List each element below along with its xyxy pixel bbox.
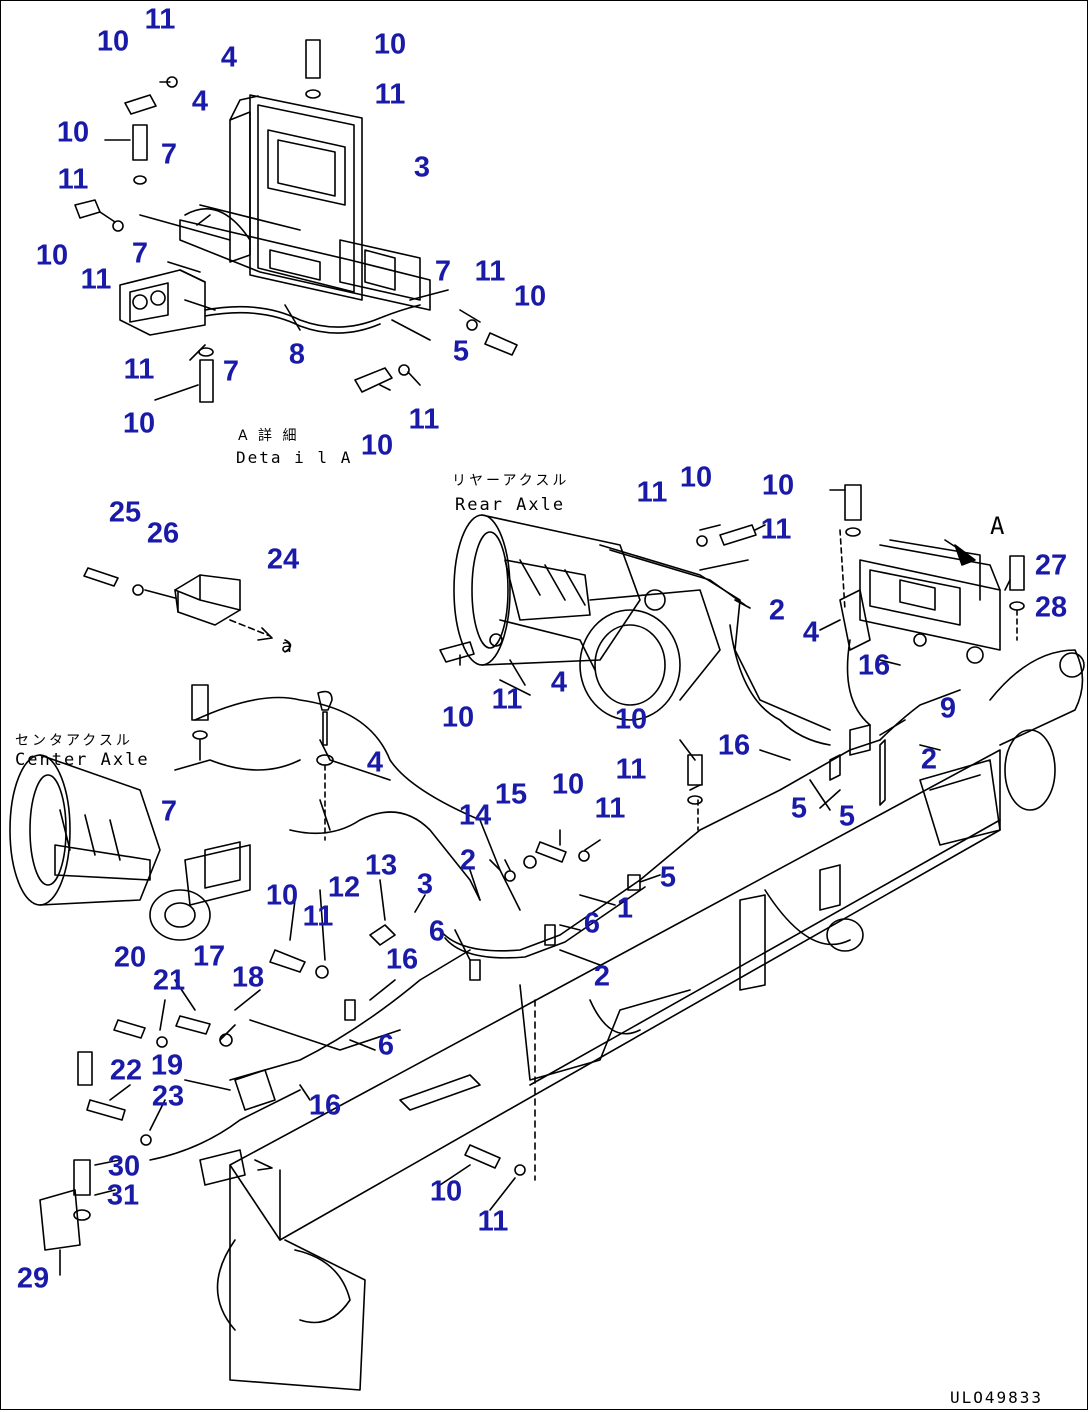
bracket-24 <box>83 567 292 653</box>
callout-number: 7 <box>434 255 452 288</box>
detail-a-bracket-assembly <box>74 39 518 403</box>
callout-number: 28 <box>1034 591 1068 624</box>
callout-number: 21 <box>152 964 186 997</box>
callout-number: 6 <box>583 907 601 940</box>
callout-number: 7 <box>160 138 178 171</box>
callout-number: 2 <box>459 844 477 877</box>
detail-a-label: Deta i l A <box>236 448 353 467</box>
callout-number: 16 <box>308 1089 342 1122</box>
wiring-harness <box>149 624 961 1161</box>
callout-number: 25 <box>108 496 142 529</box>
callout-number: 11 <box>636 476 668 509</box>
callout-number: 12 <box>327 871 361 904</box>
callout-number: 10 <box>373 28 407 61</box>
callout-number: 6 <box>428 915 446 948</box>
callout-number: 8 <box>288 338 306 371</box>
callout-number: 24 <box>266 543 300 576</box>
callout-number: 11 <box>57 163 89 196</box>
callout-number: 11 <box>374 78 406 111</box>
callout-number: 10 <box>551 768 585 801</box>
view-a-marker: A <box>990 512 1007 540</box>
callout-number: 10 <box>56 116 90 149</box>
callout-number: 30 <box>107 1150 141 1183</box>
callout-number: 5 <box>838 800 856 833</box>
callout-number: 17 <box>192 940 226 973</box>
detail-a-bolts <box>74 39 518 403</box>
center-axle-label: Center Axle <box>15 750 150 770</box>
callout-number: 10 <box>614 703 648 736</box>
callout-number: 10 <box>35 239 69 272</box>
callout-number: 10 <box>265 879 299 912</box>
callout-number: 10 <box>761 469 795 502</box>
callout-number: 16 <box>717 729 751 762</box>
bracket-assembly-a <box>839 484 1025 664</box>
callout-number: 13 <box>364 849 398 882</box>
callout-number: 11 <box>408 403 440 436</box>
callout-number: 5 <box>452 335 470 368</box>
callout-number: 3 <box>416 868 434 901</box>
ref-a-marker: a <box>281 636 294 657</box>
callout-number: 10 <box>679 461 713 494</box>
callout-number: 9 <box>939 692 957 725</box>
callout-number: 7 <box>222 355 240 388</box>
callout-number: 11 <box>302 900 334 933</box>
callout-number: 1 <box>616 892 634 925</box>
detail-a-jp-label: A 詳 細 <box>238 428 300 444</box>
leader-lines <box>59 489 1011 1276</box>
callout-number: 10 <box>122 407 156 440</box>
callout-number: 7 <box>131 237 149 270</box>
callout-number: 11 <box>477 1205 509 1238</box>
rear-axle <box>439 514 831 731</box>
callout-number: 26 <box>146 517 180 550</box>
callout-number: 10 <box>429 1175 463 1208</box>
callout-number: 7 <box>160 795 178 828</box>
callout-number: 11 <box>594 792 626 825</box>
callout-number: 22 <box>109 1054 143 1087</box>
callout-number: 4 <box>220 41 238 74</box>
main-frame <box>216 649 1085 1391</box>
callout-number: 4 <box>366 746 384 779</box>
callout-number: 4 <box>550 666 568 699</box>
callout-number: 5 <box>790 792 808 825</box>
callout-number: 10 <box>360 429 394 462</box>
callout-number: 11 <box>123 353 155 386</box>
callout-number: 11 <box>760 513 792 546</box>
callout-number: 11 <box>144 3 176 36</box>
callout-number: 2 <box>593 960 611 993</box>
callout-number: 4 <box>191 85 209 118</box>
callout-number: 11 <box>80 263 112 296</box>
callout-number: 11 <box>474 255 506 288</box>
callout-number: 29 <box>16 1262 50 1295</box>
callout-number: 19 <box>150 1049 184 1082</box>
callout-number: 23 <box>151 1080 185 1113</box>
rear-axle-label: Rear Axle <box>455 495 566 515</box>
callout-number: 18 <box>231 961 265 994</box>
callout-number: 2 <box>920 743 938 776</box>
callout-number: 11 <box>615 753 647 786</box>
callout-number: 31 <box>106 1179 140 1212</box>
callout-number: 2 <box>768 594 786 627</box>
callout-number: 10 <box>441 701 475 734</box>
drawing-id: ULO49833 <box>950 1388 1044 1407</box>
callout-number: 27 <box>1034 549 1068 582</box>
callout-number: 14 <box>458 799 492 832</box>
rear-axle-jp-label: リヤーアクスル <box>452 473 570 489</box>
callout-number: 10 <box>96 25 130 58</box>
callout-number: 10 <box>513 280 547 313</box>
callout-number: 6 <box>377 1029 395 1062</box>
center-axle <box>9 754 251 941</box>
callout-number: 5 <box>659 861 677 894</box>
callout-number: 4 <box>802 616 820 649</box>
clamps-and-bolts <box>39 684 886 1251</box>
callout-number: 20 <box>113 941 147 974</box>
center-axle-jp-label: センタアクスル <box>15 733 133 749</box>
callout-number: 16 <box>385 943 419 976</box>
callout-number: 15 <box>494 778 528 811</box>
callout-number: 16 <box>857 649 891 682</box>
callout-number: 3 <box>413 151 431 184</box>
callout-number: 11 <box>491 683 523 716</box>
